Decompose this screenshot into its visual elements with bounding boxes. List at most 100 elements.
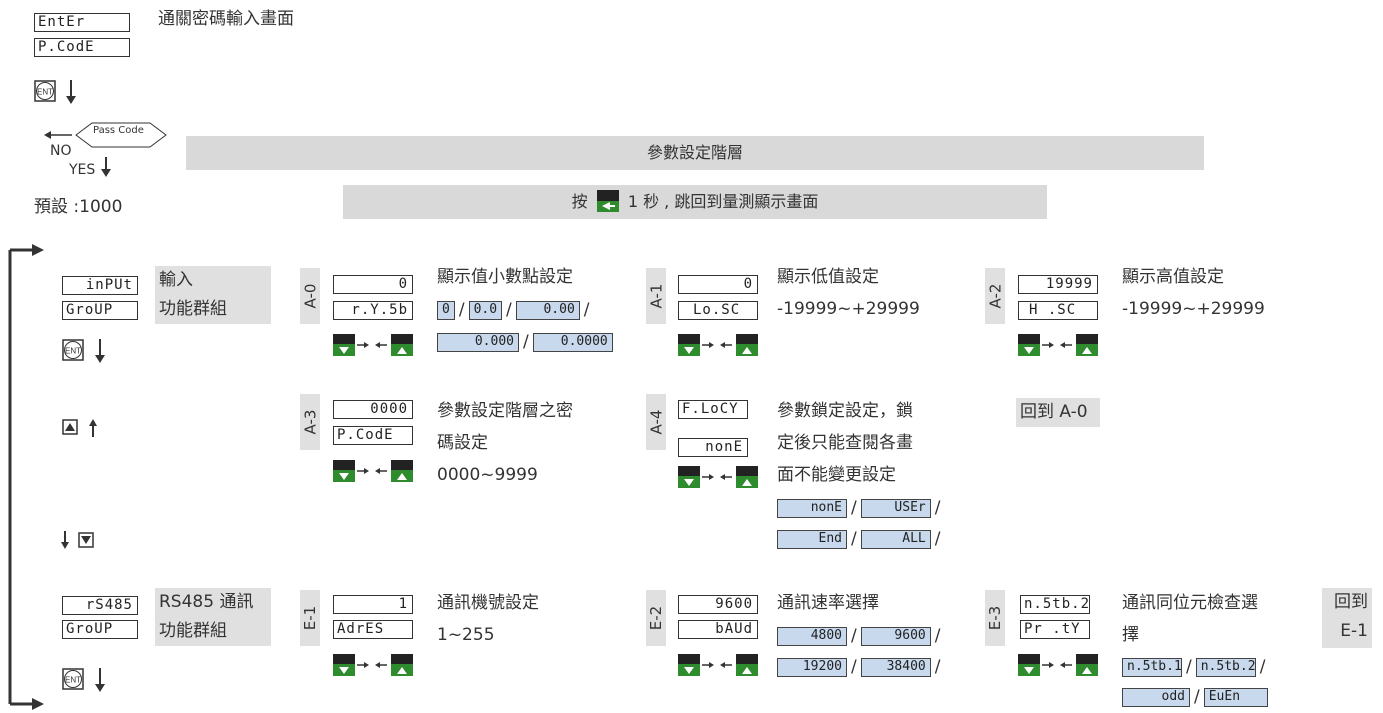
e3-title-2: 擇 [1122, 625, 1139, 645]
e3-option: odd [1122, 687, 1190, 707]
lcd-e3-value: n.5tb.2 [1020, 595, 1090, 614]
tag-a1: A-1 [646, 268, 666, 324]
down-up-keys-icon [678, 654, 758, 676]
lcd-a4-param: nonE [678, 438, 748, 457]
a0-option: 0.0000 [532, 332, 613, 352]
lcd-a4-value: F.LoCY [678, 400, 748, 419]
no-label: NO [50, 143, 72, 159]
back-to-a0: 回到 A-0 [1016, 398, 1100, 427]
return-key-icon [596, 190, 619, 212]
a3-range: 0000~9999 [437, 465, 538, 485]
e2-option: 19200 [777, 657, 847, 677]
back-to-e1-line2: E-1 [1340, 621, 1368, 641]
default-value-note: 預設 :1000 [34, 197, 123, 217]
input-group-label-2: 功能群組 [159, 299, 227, 319]
e3-title-1: 通訊同位元檢查選 [1122, 593, 1258, 613]
a0-options-row1: 0/0.0/0.00/ [437, 295, 594, 325]
a2-range: -19999~+29999 [1122, 299, 1265, 319]
tag-a2: A-2 [985, 268, 1005, 324]
lcd-a1-param: Lo.SC [678, 301, 758, 320]
a1-range: -19999~+29999 [777, 299, 920, 319]
pass-code-diamond [44, 122, 167, 148]
e3-option: n.5tb.2 [1195, 657, 1256, 677]
return-hint-post: 1 秒 , 跳回到量測顯示畫面 [627, 192, 819, 211]
a4-options-row2: End/ALL/ [777, 524, 944, 554]
back-to-e1-line1: 回到 [1334, 592, 1368, 612]
ent-key-icon: ENT [62, 668, 84, 690]
down-up-keys-icon [333, 460, 413, 482]
lcd-a2-param: H .SC [1018, 301, 1098, 320]
tag-e1: E-1 [300, 590, 320, 646]
svg-text:ENT: ENT [37, 88, 53, 97]
a0-option: 0.00 [515, 300, 580, 320]
lcd-e1-value: 1 [333, 595, 413, 614]
lcd-rs485-group: GroUP [62, 620, 138, 639]
svg-text:ENT: ENT [65, 676, 81, 685]
arrow-down-icon [66, 80, 76, 104]
a0-title: 顯示值小數點設定 [437, 267, 573, 287]
yes-label: YES [69, 162, 96, 178]
ent-key-icon: ENT [34, 80, 56, 102]
e2-options-row2: 19200/38400/ [777, 652, 944, 682]
a4-option: USEr [860, 498, 931, 518]
a4-title-2: 定後只能查閱各畫 [777, 433, 913, 453]
lcd-a3-value: 0000 [333, 400, 413, 419]
input-group-label: 輸入 功能群組 [155, 266, 271, 324]
up-key-icon [62, 419, 97, 437]
down-up-keys-icon [1018, 334, 1098, 356]
arrow-down-icon [95, 339, 105, 363]
a4-title-3: 面不能變更設定 [777, 465, 896, 485]
lcd-input: inPUt [62, 276, 138, 295]
lcd-e2-value: 9600 [678, 595, 758, 614]
arrow-down-icon [101, 157, 111, 177]
lcd-enter: EntEr [34, 13, 130, 32]
input-group-label-1: 輸入 [159, 270, 193, 290]
a4-option: End [777, 529, 847, 549]
e2-options-row1: 4800/9600/ [777, 621, 944, 651]
e3-option: EuEn [1203, 687, 1268, 707]
rs485-group-label-2: 功能群組 [159, 621, 227, 641]
rs485-group-label: RS485 通訊 功能群組 [155, 588, 271, 646]
lcd-a1-value: 0 [678, 275, 758, 294]
return-hint-pre: 按 [571, 192, 588, 211]
a0-options-row2: 0.000/0.0000 [437, 327, 613, 357]
down-up-keys-icon [678, 466, 758, 488]
lcd-rs485: rS485 [62, 596, 138, 615]
a1-title: 顯示低值設定 [777, 267, 879, 287]
down-up-keys-icon [1018, 654, 1098, 676]
lcd-a0-param: r.Y.5b [333, 301, 413, 320]
svg-text:ENT: ENT [65, 347, 81, 356]
return-hint-banner: 按 1 秒 , 跳回到量測顯示畫面 [343, 185, 1047, 219]
tag-a0: A-0 [300, 268, 320, 324]
lcd-input-group: GroUP [62, 301, 138, 320]
down-up-keys-icon [678, 334, 758, 356]
a4-title-1: 參數鎖定設定，鎖 [777, 401, 913, 421]
tag-a3: A-3 [300, 394, 320, 450]
pass-code-label: Pass Code [93, 125, 144, 136]
down-up-keys-icon [333, 334, 413, 356]
lcd-e1-param: AdrES [333, 620, 413, 639]
lcd-e2-param: bAUd [678, 620, 758, 639]
arrow-down-icon [95, 668, 105, 692]
down-key-icon [61, 531, 94, 549]
rs485-group-label-1: RS485 通訊 [159, 592, 254, 612]
down-up-keys-icon [333, 654, 413, 676]
e2-option: 38400 [860, 657, 931, 677]
lcd-a3-param: P.CodE [333, 426, 413, 445]
a0-option: 0.0 [468, 300, 503, 320]
e2-option: 9600 [860, 626, 931, 646]
tag-e2: E-2 [646, 590, 666, 646]
a0-option: 0.000 [437, 332, 519, 352]
a4-options-row1: nonE/USEr/ [777, 493, 944, 523]
lcd-a0-value: 0 [333, 275, 413, 294]
e2-option: 4800 [777, 626, 847, 646]
ent-key-icon: ENT [62, 339, 84, 361]
a4-option: ALL [860, 529, 931, 549]
a0-option: 0 [437, 300, 455, 320]
e1-range: 1~255 [437, 625, 495, 645]
tag-e3: E-3 [985, 590, 1005, 646]
e3-options-row2: odd/EuEn [1122, 682, 1268, 712]
lcd-a2-value: 19999 [1018, 275, 1098, 294]
a2-title: 顯示高值設定 [1122, 267, 1224, 287]
e2-title: 通訊速率選擇 [777, 593, 879, 613]
